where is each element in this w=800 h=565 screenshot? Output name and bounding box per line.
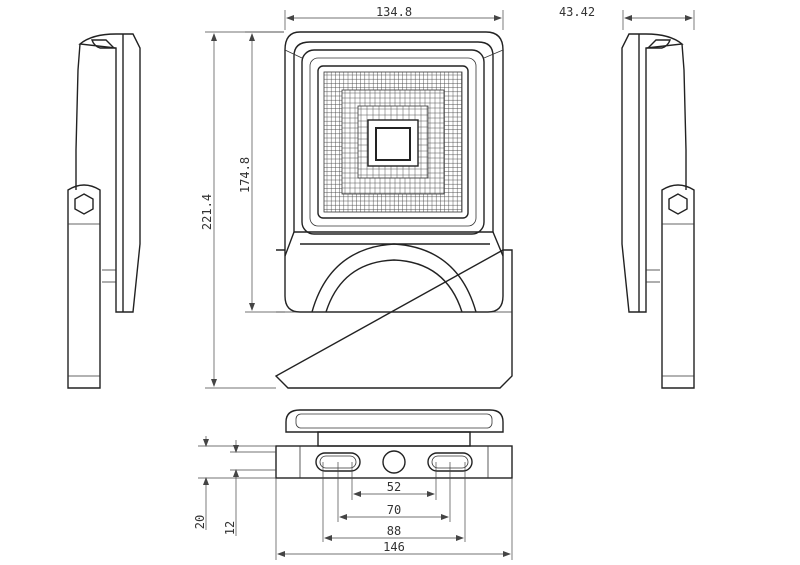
front-arc-inner <box>325 259 463 313</box>
dim-width-top: 134.8 <box>376 5 412 19</box>
right-bolt-icon <box>668 193 688 215</box>
left-body <box>78 33 141 313</box>
dim-20: 20 <box>193 515 207 529</box>
bottom-view <box>275 409 513 479</box>
front-lower-housing <box>284 231 504 257</box>
dim-depth-top: 43.42 <box>559 5 595 19</box>
center-bolt-hole <box>382 450 406 474</box>
bottom-bracket <box>275 445 513 479</box>
dim-146: 146 <box>383 540 405 554</box>
front-bezel <box>301 49 485 235</box>
dim-height-total: 221.4 <box>200 194 214 230</box>
dim-height-body: 174.8 <box>238 157 252 193</box>
dim-88: 88 <box>387 524 401 538</box>
led-chip <box>375 127 411 161</box>
led-chip-outer <box>367 119 419 167</box>
led-lens-grid <box>323 71 463 213</box>
left-bracket <box>67 184 101 389</box>
dim-52: 52 <box>387 480 401 494</box>
front-view <box>274 31 513 389</box>
right-side-view <box>621 33 695 389</box>
front-bezel-inner <box>309 57 477 227</box>
bottom-body <box>285 409 504 433</box>
dimensions: 134.8 43.42 221.4 174.8 52 70 88 <box>193 5 695 560</box>
front-bracket <box>274 249 513 389</box>
left-bolt-icon <box>74 193 94 215</box>
dim-12: 12 <box>223 521 237 535</box>
dim-70: 70 <box>387 503 401 517</box>
left-side-view <box>67 33 141 389</box>
front-lens-border <box>317 65 469 219</box>
